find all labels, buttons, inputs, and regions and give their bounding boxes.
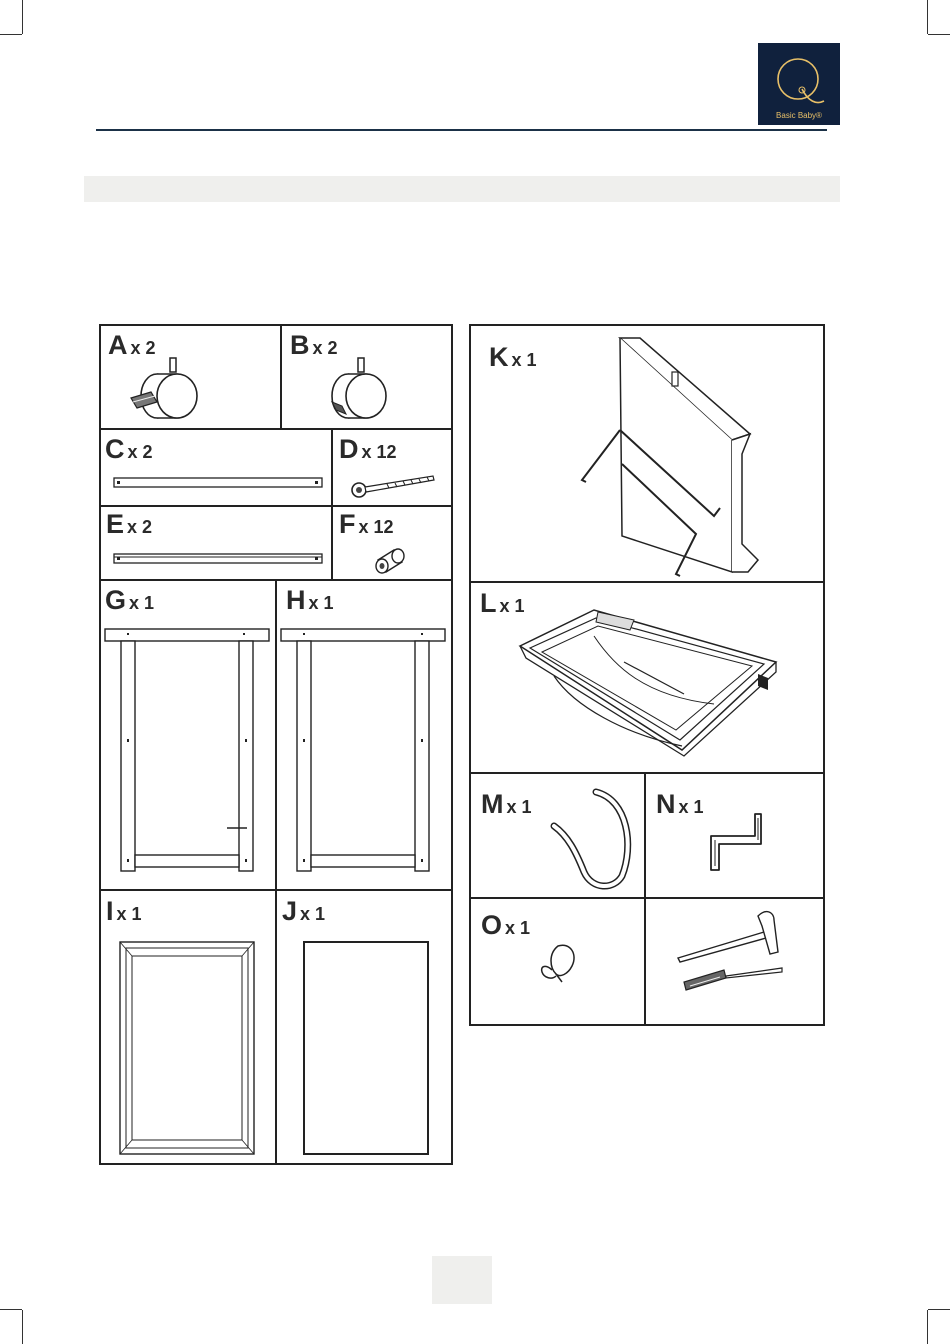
divider bbox=[331, 429, 333, 580]
divider bbox=[644, 773, 646, 1025]
board-icon bbox=[118, 940, 256, 1156]
barrel-nut-icon bbox=[370, 542, 410, 578]
board-icon bbox=[302, 940, 430, 1156]
divider bbox=[280, 325, 282, 429]
drain-hose-icon bbox=[548, 786, 638, 890]
bolt-icon bbox=[347, 470, 437, 500]
crop-mark-bottom-left-h bbox=[0, 1309, 22, 1310]
crop-mark-top-left-h bbox=[0, 34, 22, 35]
divider bbox=[100, 889, 452, 891]
bath-tub-icon bbox=[514, 606, 784, 756]
brand-logo: Basic Baby® bbox=[758, 43, 840, 125]
divider bbox=[470, 581, 824, 583]
section-band bbox=[84, 176, 840, 202]
side-panel-icon bbox=[279, 627, 447, 873]
page-number-box bbox=[432, 1256, 492, 1304]
hammer-screwdriver-icon bbox=[674, 906, 794, 996]
rail-bar-icon bbox=[113, 476, 325, 490]
crop-mark-bottom-right-h bbox=[928, 1309, 950, 1310]
header-rule bbox=[96, 129, 827, 131]
crop-mark-top-left-v bbox=[22, 0, 23, 34]
side-panel-icon bbox=[103, 627, 271, 873]
divider bbox=[470, 772, 824, 774]
castor-wheel-brake-icon bbox=[125, 350, 215, 430]
divider bbox=[470, 897, 824, 899]
logo-brand-text: Basic Baby® bbox=[758, 111, 840, 120]
drain-plug-icon bbox=[536, 940, 582, 986]
divider bbox=[100, 505, 452, 507]
tub-holder-icon bbox=[572, 334, 772, 578]
castor-wheel-icon bbox=[318, 350, 398, 430]
crop-mark-top-right-h bbox=[928, 34, 950, 35]
crop-mark-bottom-left-v bbox=[22, 1310, 23, 1344]
crop-mark-bottom-right-v bbox=[927, 1310, 928, 1344]
crop-mark-top-right-v bbox=[927, 0, 928, 34]
divider bbox=[275, 580, 277, 1164]
rail-bar-icon bbox=[113, 551, 325, 567]
allen-key-icon bbox=[703, 810, 763, 876]
